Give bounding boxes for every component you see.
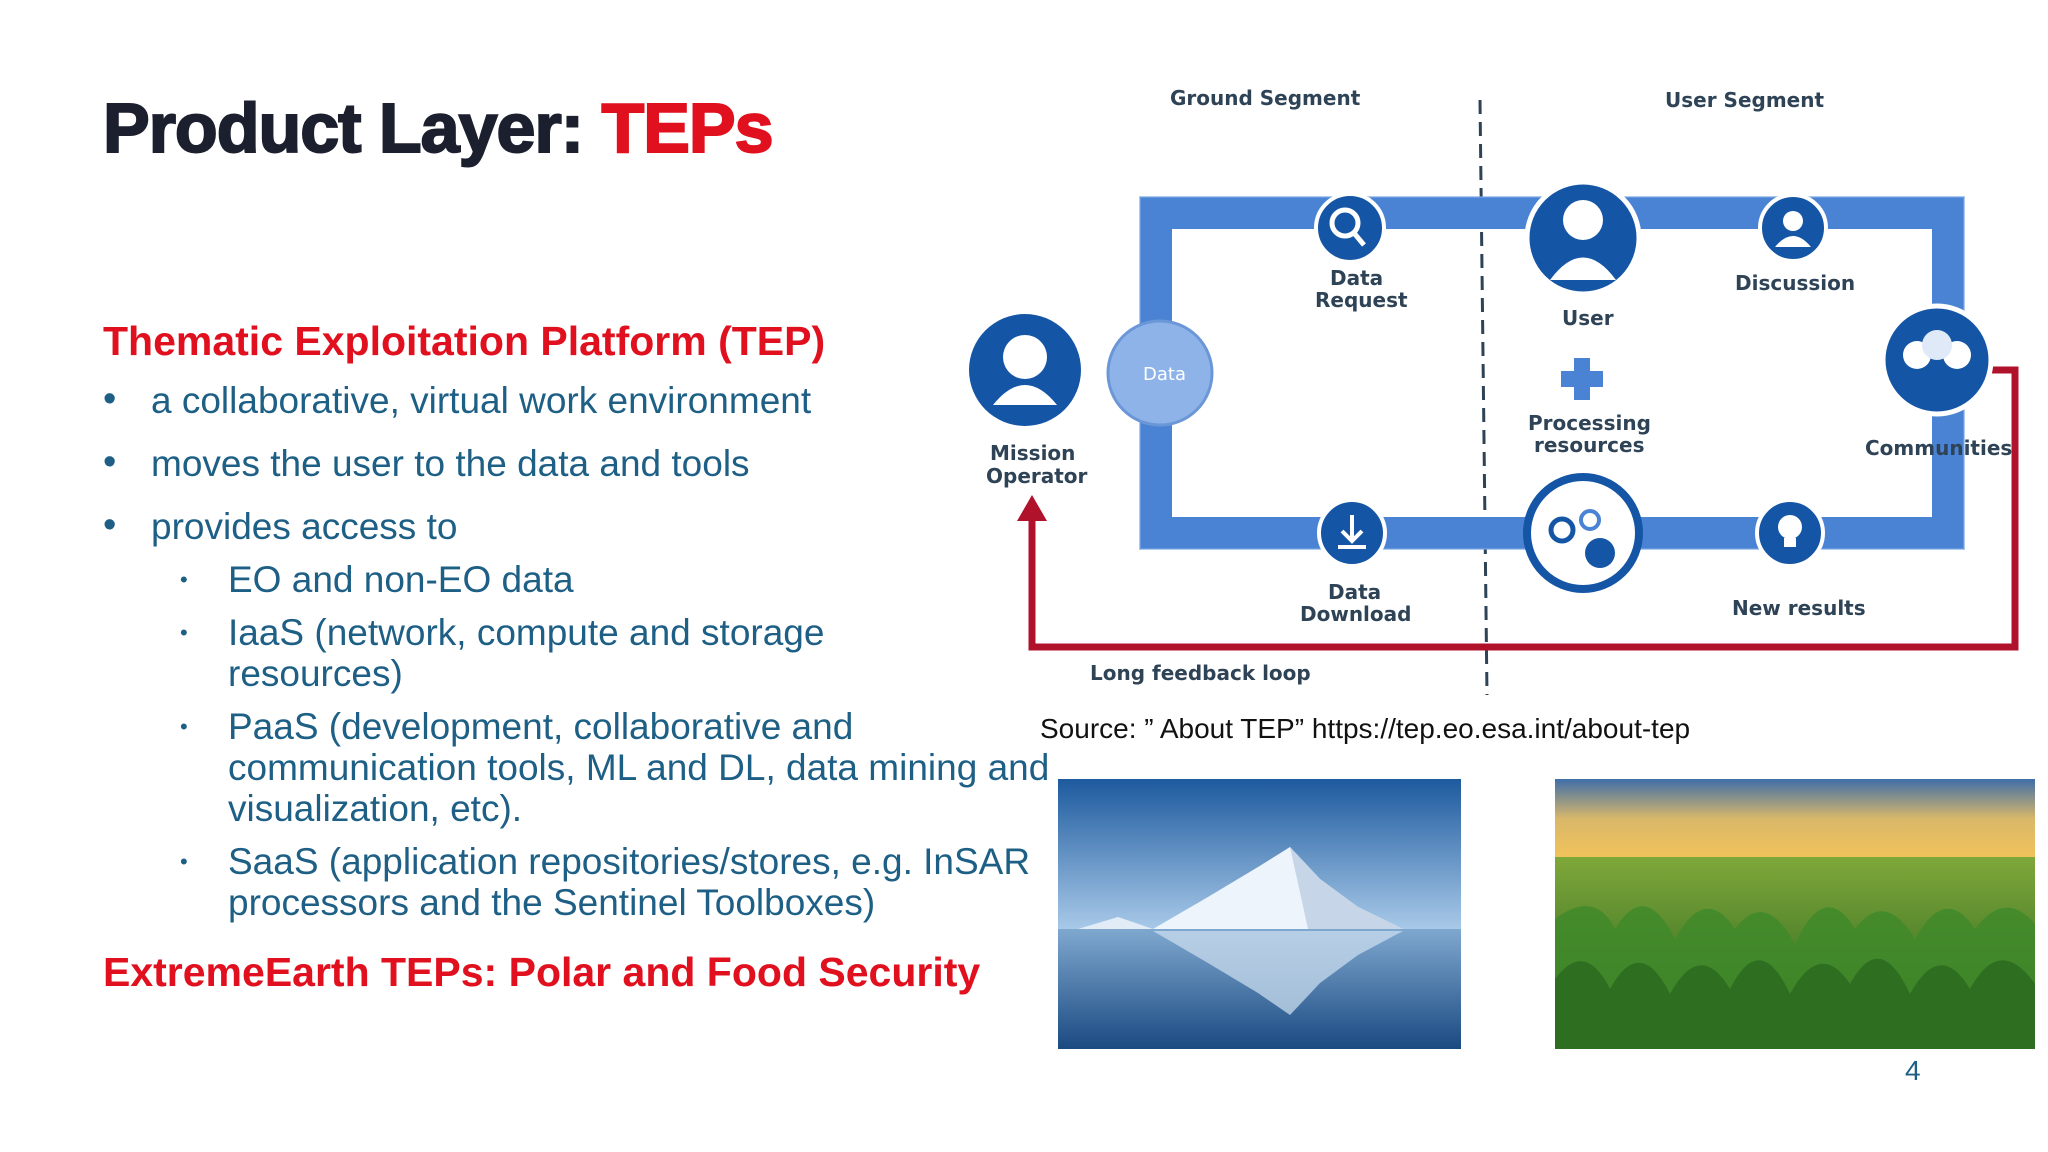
search-icon — [1329, 207, 1361, 239]
gear-icon — [1585, 538, 1615, 568]
communities-label: Communities — [1865, 436, 2012, 460]
data-request-label-1: Data — [1330, 266, 1383, 290]
title-prefix: Product Layer: — [102, 88, 602, 168]
sub-bullet-item: PaaS (development, collaborative and com… — [180, 706, 1058, 829]
processing-label-2: resources — [1534, 433, 1645, 457]
data-download-label-2: Download — [1300, 602, 1411, 626]
segment-divider — [1478, 99, 1489, 696]
feedback-loop-label: Long feedback loop — [1090, 661, 1311, 685]
bottom-heading: ExtremeEarth TEPs: Polar and Food Securi… — [103, 949, 981, 995]
bullet-item: moves the user to the data and tools — [103, 440, 1033, 486]
discussion-label: Discussion — [1735, 271, 1855, 295]
tep-diagram-svg: Ground Segment User Segment Long feedbac… — [969, 86, 2019, 696]
data-node-label: Data — [1143, 364, 1186, 385]
data-request-label-2: Request — [1315, 288, 1408, 312]
mission-operator-label-1: Mission — [990, 441, 1075, 465]
user-label: User — [1562, 306, 1614, 330]
page-number: 4 — [1905, 1055, 1921, 1086]
section-heading: Thematic Exploitation Platform (TEP) — [103, 318, 826, 364]
bullet-item: provides access to EO and non-EO data Ia… — [103, 503, 1049, 923]
sub-bullet-item: EO and non-EO data — [180, 559, 1033, 600]
lightbulb-icon — [1778, 515, 1802, 539]
user-icon — [1563, 200, 1603, 240]
ground-segment-label: Ground Segment — [1170, 86, 1361, 110]
bullet-list: a collaborative, virtual work environmen… — [103, 377, 1049, 923]
source-caption: Source: ” About TEP” https://tep.eo.esa.… — [1040, 713, 1691, 744]
bullet-item: a collaborative, virtual work environmen… — [103, 377, 1033, 423]
new-results-label: New results — [1732, 596, 1866, 620]
feedback-loop-line — [1028, 366, 2019, 651]
slide-title: Product Layer: TEPs — [102, 88, 775, 168]
slide-content: Thematic Exploitation Platform (TEP) a c… — [103, 318, 1049, 1010]
bullet-text: provides access to — [151, 506, 458, 547]
data-request-node — [1314, 192, 1386, 264]
title-accent: TEPs — [600, 88, 774, 168]
sub-bullet-item: SaaS (application repositories/stores, e… — [180, 841, 1098, 923]
mission-operator-label-2: Operator — [986, 464, 1088, 488]
sub-bullet-list: EO and non-EO data IaaS (network, comput… — [180, 559, 1049, 923]
sub-bullet-item: IaaS (network, compute and storage resou… — [180, 612, 928, 694]
crop-field-photo — [1555, 779, 2035, 1049]
tep-diagram: Ground Segment User Segment Long feedbac… — [960, 75, 2048, 705]
processing-label-1: Processing — [1528, 411, 1651, 435]
iceberg-photo — [1058, 779, 1461, 1049]
download-icon — [1338, 515, 1366, 549]
discussion-icon — [1783, 211, 1803, 231]
processing-node — [1523, 473, 1643, 593]
operator-icon — [1003, 335, 1047, 379]
data-download-label-1: Data — [1328, 580, 1381, 604]
feedback-arrow-head — [1017, 495, 1047, 521]
data-node — [1106, 319, 1214, 427]
user-segment-label: User Segment — [1665, 88, 1824, 112]
